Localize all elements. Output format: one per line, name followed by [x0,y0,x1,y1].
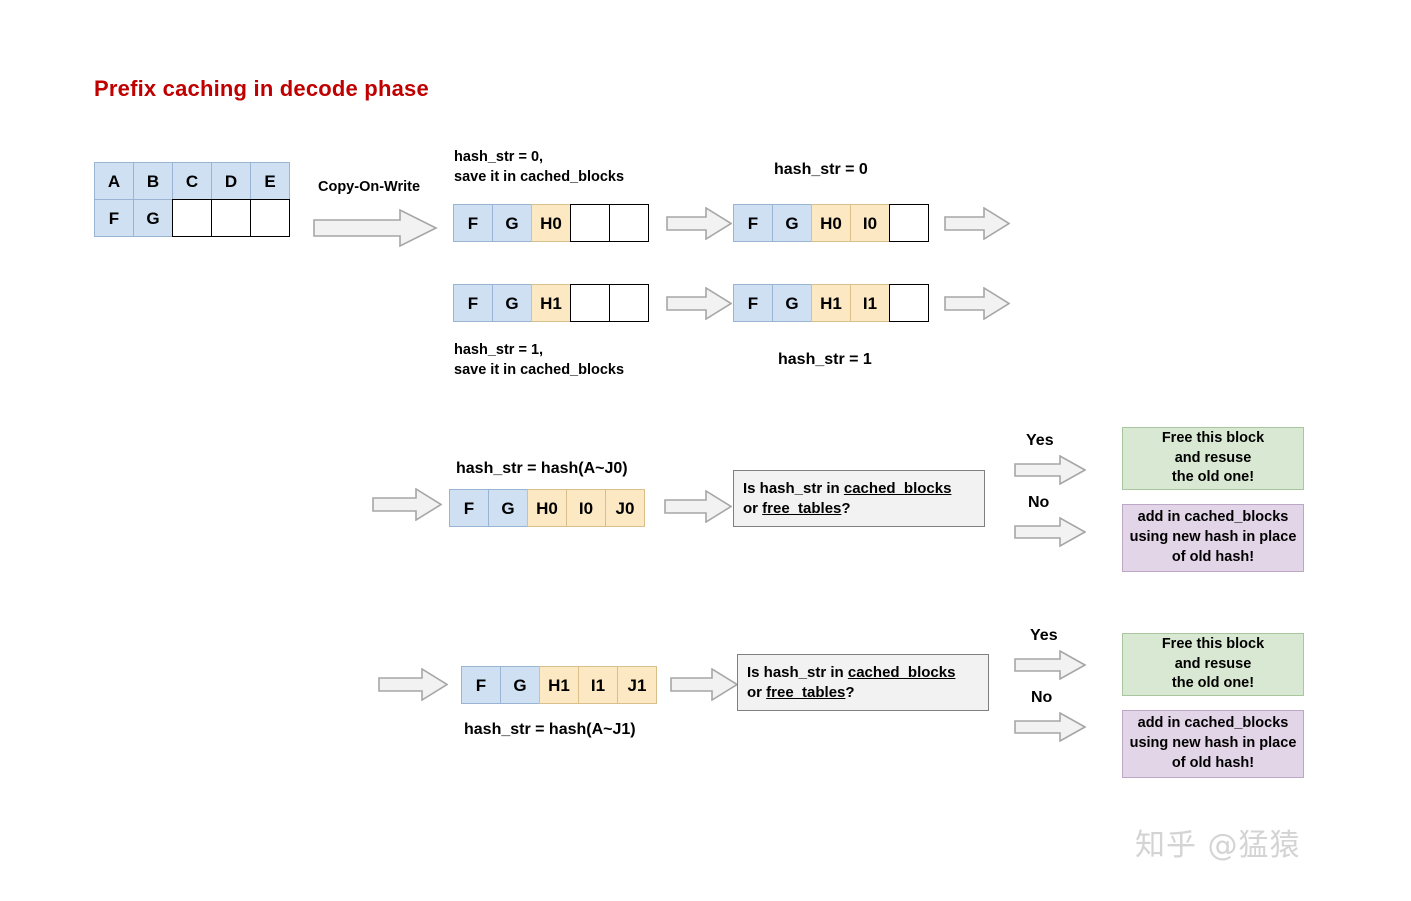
final0-block: F G H0 I0 J0 [449,489,645,527]
final1-no-result-box: add in cached_blocks using new hash in p… [1122,710,1304,778]
final0-yes-arrow [1014,455,1086,485]
block-cell: G [772,284,812,322]
final1-yes-label: Yes [1030,627,1058,644]
branch0-arrow-2 [944,207,1010,240]
final0-yes-result-box: Free this block and resuse the old one! [1122,427,1304,490]
table-cell: C [172,162,212,200]
table-row: F G [94,199,290,237]
block-cell: I0 [566,489,606,527]
block-cell: G [772,204,812,242]
table-row: A B C D E [94,162,290,200]
block-cell: F [733,284,773,322]
branch1-stage1-block: F G H1 [453,284,649,322]
branch1-arrow-1 [666,287,732,320]
decision-middle: or [743,500,763,518]
block-cell [889,284,929,322]
block-cell [609,204,649,242]
block-cell: F [453,204,493,242]
branch0-stage2-label: hash_str = 0 [774,161,868,178]
block-cell: G [492,204,532,242]
final1-no-arrow [1014,712,1086,742]
block-cell: I0 [850,204,890,242]
table-cell: B [133,162,173,200]
final1-to-decision-arrow [670,668,738,701]
final0-to-decision-arrow [664,490,732,523]
block-cell: I1 [850,284,890,322]
block-cell: H0 [531,204,571,242]
decision-term-cached-blocks: cached_blocks [843,480,952,497]
table-cell: E [250,162,290,200]
final0-no-result-box: add in cached_blocks using new hash in p… [1122,504,1304,572]
block-cell [570,284,610,322]
block-cell: F [449,489,489,527]
decision-term-free-tables: free_tables [762,500,842,518]
block-cell: G [500,666,540,704]
branch0-arrow-1 [666,207,732,240]
block-cell: H1 [531,284,571,322]
block-cell: H0 [527,489,567,527]
block-cell: G [492,284,532,322]
branch0-note-line1: hash_str = 0, [454,149,544,165]
final1-decision-box: Is hash_str in cached_blocks or free_tab… [737,654,989,711]
branch1-note-line1: hash_str = 1, [454,342,544,358]
branch1-note-line2: save it in cached_blocks [454,362,625,378]
branch0-stage1-block: F G H0 [453,204,649,242]
decision-prefix: Is hash_str in [743,480,844,497]
final0-inbound-arrow [372,488,442,521]
block-cell: J1 [617,666,657,704]
final0-no-arrow [1014,517,1086,547]
decision-middle: or [747,684,767,702]
block-cell [609,284,649,322]
final1-hash-label: hash_str = hash(A~J1) [464,721,636,738]
block-cell: F [733,204,773,242]
table-cell: G [133,199,173,237]
block-cell: J0 [605,489,645,527]
block-cell: F [453,284,493,322]
copy-on-write-label: Copy-On-Write [318,179,421,195]
final1-inbound-arrow [378,668,448,701]
table-cell: A [94,162,134,200]
table-cell: D [211,162,251,200]
watermark: 知乎 @猛猿 [1135,828,1301,863]
final0-hash-label: hash_str = hash(A~J0) [456,460,628,477]
final1-no-label: No [1031,689,1053,706]
block-cell: I1 [578,666,618,704]
block-cell: H0 [811,204,851,242]
branch1-arrow-2 [944,287,1010,320]
block-cell [889,204,929,242]
decision-term-free-tables: free_tables [766,684,846,702]
branch1-stage2-label: hash_str = 1 [778,351,872,368]
branch0-note-line2: save it in cached_blocks [454,169,625,185]
block-cell [570,204,610,242]
branch1-stage2-block: F G H1 I1 [733,284,929,322]
page-title: Prefix caching in decode phase [94,76,429,101]
decision-term-cached-blocks: cached_blocks [847,664,956,681]
branch0-stage2-block: F G H0 I0 [733,204,929,242]
final0-decision-box: Is hash_str in cached_blocks or free_tab… [733,470,985,527]
table-cell [250,199,290,237]
block-cell: G [488,489,528,527]
decision-prefix: Is hash_str in [747,664,848,681]
final1-block: F G H1 I1 J1 [461,666,657,704]
final0-no-label: No [1028,494,1050,511]
table-cell [211,199,251,237]
table-cell [172,199,212,237]
decision-suffix: ? [845,684,855,702]
block-cell: H1 [539,666,579,704]
table-cell: F [94,199,134,237]
original-kv-block-table: A B C D E F G [94,162,290,237]
final1-yes-result-box: Free this block and resuse the old one! [1122,633,1304,696]
block-cell: F [461,666,501,704]
decision-suffix: ? [841,500,851,518]
copy-on-write-arrow [313,208,438,248]
final0-yes-label: Yes [1026,432,1054,449]
block-cell: H1 [811,284,851,322]
final1-yes-arrow [1014,650,1086,680]
